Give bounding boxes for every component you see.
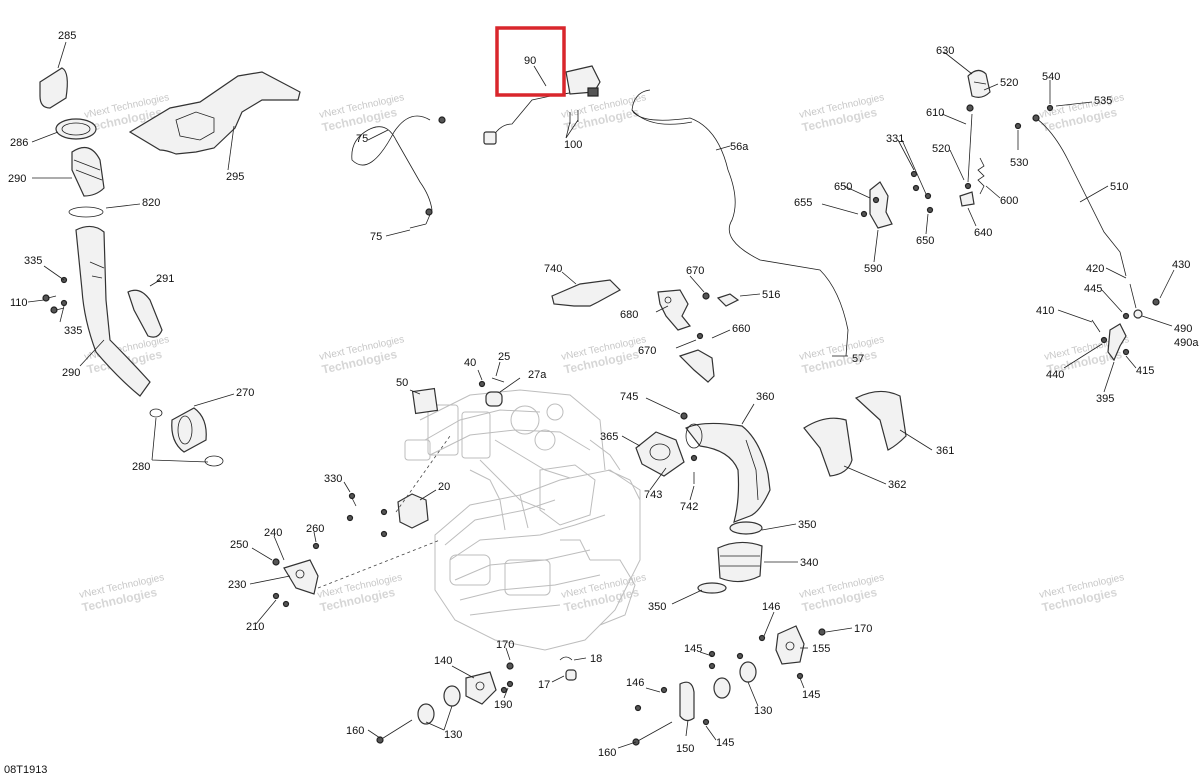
callout-330: 330 [324, 473, 342, 485]
callout-145: 145 [716, 737, 734, 749]
callout-100: 100 [564, 139, 582, 151]
callout-420: 420 [1086, 263, 1104, 275]
callout-335: 335 [64, 325, 82, 337]
callout-655: 655 [794, 197, 812, 209]
callout-660: 660 [732, 323, 750, 335]
exhaust-group [635, 390, 907, 594]
callout-650: 650 [916, 235, 934, 247]
callout-240: 240 [264, 527, 282, 539]
callout-630: 630 [936, 45, 954, 57]
callout-440: 440 [1046, 369, 1064, 381]
callout-340: 340 [800, 557, 818, 569]
left-mount-group [272, 435, 451, 608]
callout-260: 260 [306, 523, 324, 535]
callout-18: 18 [590, 653, 602, 665]
callout-130: 130 [754, 705, 772, 717]
callout-75: 75 [370, 231, 382, 243]
callout-331: 331 [886, 133, 904, 145]
callout-360: 360 [756, 391, 774, 403]
callout-17: 17 [538, 679, 550, 691]
callout-27a: 27a [528, 369, 547, 381]
leader-lines [27, 41, 1175, 749]
callout-90: 90 [524, 55, 536, 67]
callout-75: 75 [356, 133, 368, 145]
highlight-box-90 [495, 26, 566, 97]
callout-40: 40 [464, 357, 476, 369]
callout-146: 146 [762, 601, 780, 613]
shift-linkage-group [860, 69, 1160, 362]
callout-286: 286 [10, 137, 28, 149]
callout-520: 520 [932, 143, 950, 155]
callout-155: 155 [812, 643, 830, 655]
cable-group [351, 65, 849, 357]
callout-670: 670 [686, 265, 704, 277]
callout-745: 745 [620, 391, 638, 403]
callout-680: 680 [620, 309, 638, 321]
callout-130: 130 [444, 729, 462, 741]
air-intake-group [39, 67, 301, 467]
callout-170: 170 [496, 639, 514, 651]
callout-361: 361 [936, 445, 954, 457]
engine-illustration [404, 389, 641, 651]
callout-50: 50 [396, 377, 408, 389]
callout-590: 590 [864, 263, 882, 275]
callout-520: 520 [1000, 77, 1018, 89]
bracket-group [411, 279, 740, 415]
callout-290: 290 [62, 367, 80, 379]
callout-210: 210 [246, 621, 264, 633]
callout-410: 410 [1036, 305, 1054, 317]
callout-160: 160 [598, 747, 616, 759]
callout-190: 190 [494, 699, 512, 711]
callout-650: 650 [834, 181, 852, 193]
callout-640: 640 [974, 227, 992, 239]
callout-146: 146 [626, 677, 644, 689]
callout-350: 350 [648, 601, 666, 613]
callout-270: 270 [236, 387, 254, 399]
callout-150: 150 [676, 743, 694, 755]
callout-742: 742 [680, 501, 698, 513]
callout-110: 110 [10, 297, 28, 309]
callout-335: 335 [24, 255, 42, 267]
callout-740: 740 [544, 263, 562, 275]
callout-160: 160 [346, 725, 364, 737]
callout-362: 362 [888, 479, 906, 491]
callout-291: 291 [156, 273, 174, 285]
callout-365: 365 [600, 431, 618, 443]
callout-430: 430 [1172, 259, 1190, 271]
callout-820: 820 [142, 197, 160, 209]
callout-170: 170 [854, 623, 872, 635]
callout-295: 295 [226, 171, 244, 183]
callout-516: 516 [762, 289, 780, 301]
callout-535: 535 [1094, 95, 1112, 107]
callout-600: 600 [1000, 195, 1018, 207]
callout-25: 25 [498, 351, 510, 363]
callout-490: 490 [1174, 323, 1192, 335]
callout-57: 57 [852, 353, 864, 365]
callout-230: 230 [228, 579, 246, 591]
callout-530: 530 [1010, 157, 1028, 169]
callout-145: 145 [684, 643, 702, 655]
callout-670: 670 [638, 345, 656, 357]
callout-labels: 285 286 290 820 335 110 335 291 290 270 … [8, 30, 1199, 759]
diagram-code: 08T1913 [4, 764, 48, 776]
bottom-mount-group [376, 625, 826, 746]
callout-610: 610 [926, 107, 944, 119]
callout-415: 415 [1136, 365, 1154, 377]
callout-350: 350 [798, 519, 816, 531]
callout-395: 395 [1096, 393, 1114, 405]
callout-290: 290 [8, 173, 26, 185]
callout-540: 540 [1042, 71, 1060, 83]
callout-510: 510 [1110, 181, 1128, 193]
callout-490a: 490a [1174, 337, 1199, 349]
callout-20: 20 [438, 481, 450, 493]
callout-250: 250 [230, 539, 248, 551]
callout-743: 743 [644, 489, 662, 501]
callout-280: 280 [132, 461, 150, 473]
callout-140: 140 [434, 655, 452, 667]
callout-145: 145 [802, 689, 820, 701]
callout-445: 445 [1084, 283, 1102, 295]
callout-56a: 56a [730, 141, 749, 153]
callout-285: 285 [58, 30, 76, 42]
